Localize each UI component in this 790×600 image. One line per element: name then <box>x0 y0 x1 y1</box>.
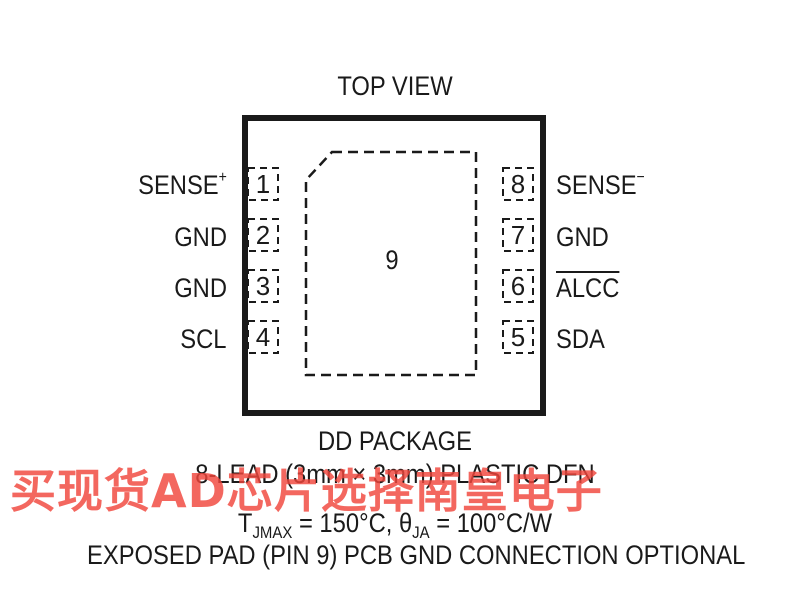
pin-label-7: GND <box>556 222 609 252</box>
pin-number: 4 <box>255 322 271 352</box>
exposed-pad-note: EXPOSED PAD (PIN 9) PCB GND CONNECTION O… <box>87 540 746 570</box>
pin-label-1: SENSE+ <box>138 169 227 200</box>
pin-number: 5 <box>510 322 526 352</box>
exposed-pad-number: 9 <box>385 245 399 275</box>
pin-number: 2 <box>255 220 271 250</box>
pin-pad-2: 2 <box>247 218 279 252</box>
package-outline <box>242 115 546 416</box>
pin-pad-6: 6 <box>502 269 534 303</box>
package-description: 8-LEAD (3mm × 3mm) PLASTIC DFN <box>195 459 595 489</box>
watermark-text: 买现货AD芯片选择南皇电子 <box>10 464 603 518</box>
pin-pad-7: 7 <box>502 218 534 252</box>
pin-number: 3 <box>255 271 271 301</box>
pin-label-8: SENSE− <box>556 169 645 200</box>
pin-label-5: SDA <box>556 324 605 354</box>
pin-number: 7 <box>510 220 526 250</box>
pin-number: 1 <box>255 169 271 199</box>
pin-label-4: SCL <box>180 324 227 354</box>
pin-pad-8: 8 <box>502 167 534 201</box>
pin-number: 6 <box>510 271 526 301</box>
thermal-spec: TJMAX = 150°C, θJA = 100°C/W <box>237 508 553 542</box>
pin-label-2: GND <box>174 222 227 252</box>
pin-pad-1: 1 <box>247 167 279 201</box>
pin-pad-3: 3 <box>247 269 279 303</box>
pin-number: 8 <box>510 169 526 199</box>
package-name: DD PACKAGE <box>317 426 473 456</box>
pin-pad-5: 5 <box>502 320 534 354</box>
diagram-title: TOP VIEW <box>337 71 453 101</box>
pin-label-6: ALCC <box>556 273 620 303</box>
pin-pad-4: 4 <box>247 320 279 354</box>
pin-label-3: GND <box>174 273 227 303</box>
